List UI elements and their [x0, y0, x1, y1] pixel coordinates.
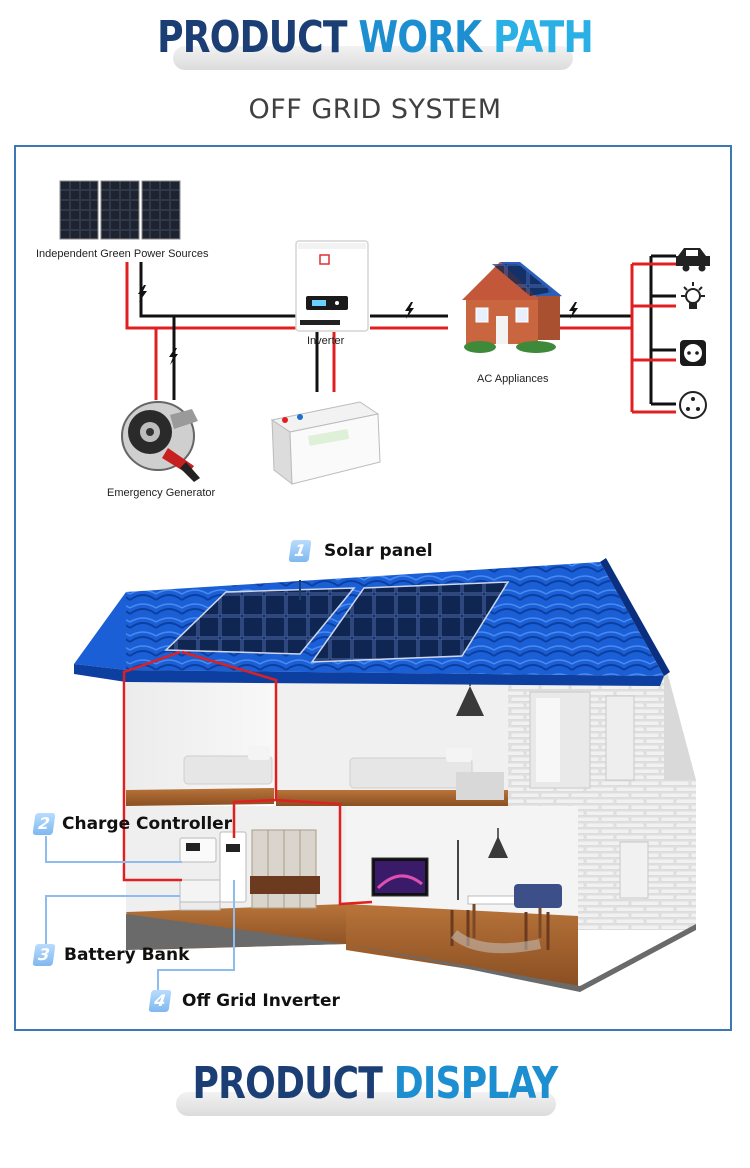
step-badge-3: 3	[32, 944, 56, 966]
callout-lines	[45, 836, 235, 998]
step-label-off-grid-inverter: Off Grid Inverter	[182, 991, 340, 1011]
generator-label: Emergency Generator	[107, 487, 216, 499]
header-top-word1: PRODUCT	[157, 12, 347, 63]
lightning-icons	[138, 285, 578, 365]
header-top-pill	[173, 46, 573, 70]
step-label-charge-controller: Charge Controller	[62, 814, 233, 834]
header-top-word2: WORK	[358, 12, 482, 63]
step-badge-2: 2	[32, 813, 56, 835]
lightning-icon	[405, 302, 414, 319]
solar-panel-1	[59, 180, 99, 240]
inverter-device	[295, 240, 369, 332]
lightning-icon	[169, 348, 178, 365]
house-illustration	[74, 558, 696, 992]
step-label-battery-bank: Battery Bank	[64, 945, 190, 965]
step-badge-1: 1	[288, 540, 312, 562]
battery-device	[270, 401, 381, 486]
ac-house-icon	[462, 262, 562, 353]
generator-device	[121, 401, 200, 482]
header-bottom-pill	[176, 1092, 556, 1116]
diagram-frame	[14, 145, 732, 1031]
three-pin-socket-icon	[679, 391, 707, 419]
inverter-label: Inverter	[307, 335, 345, 347]
header-top-title: PRODUCT WORK PATH	[68, 12, 683, 63]
lightning-icon	[569, 302, 578, 319]
header-bottom-title: PRODUCT DISPLAY	[68, 1058, 683, 1109]
solar-panel-2	[100, 180, 140, 240]
light-bulb-icon	[681, 282, 705, 309]
header-bottom-word2: DISPLAY	[393, 1058, 558, 1109]
solar-panel-3	[141, 180, 181, 240]
system-subtitle: OFF GRID SYSTEM	[248, 94, 502, 125]
header-top-word3: PATH	[493, 12, 594, 63]
lightning-icon	[138, 285, 147, 302]
solar-sources-label: Independent Green Power Sources	[36, 248, 209, 260]
house-wiring	[122, 650, 373, 906]
step-label-solar-panel: Solar panel	[324, 541, 433, 561]
header-bottom-word1: PRODUCT	[192, 1058, 383, 1109]
top-wires	[125, 254, 676, 414]
car-icon	[676, 248, 710, 272]
power-socket-icon	[680, 340, 706, 366]
appliances-label: AC Appliances	[477, 373, 549, 385]
step-badge-4: 4	[148, 990, 172, 1012]
solar-panels-group	[59, 180, 181, 240]
